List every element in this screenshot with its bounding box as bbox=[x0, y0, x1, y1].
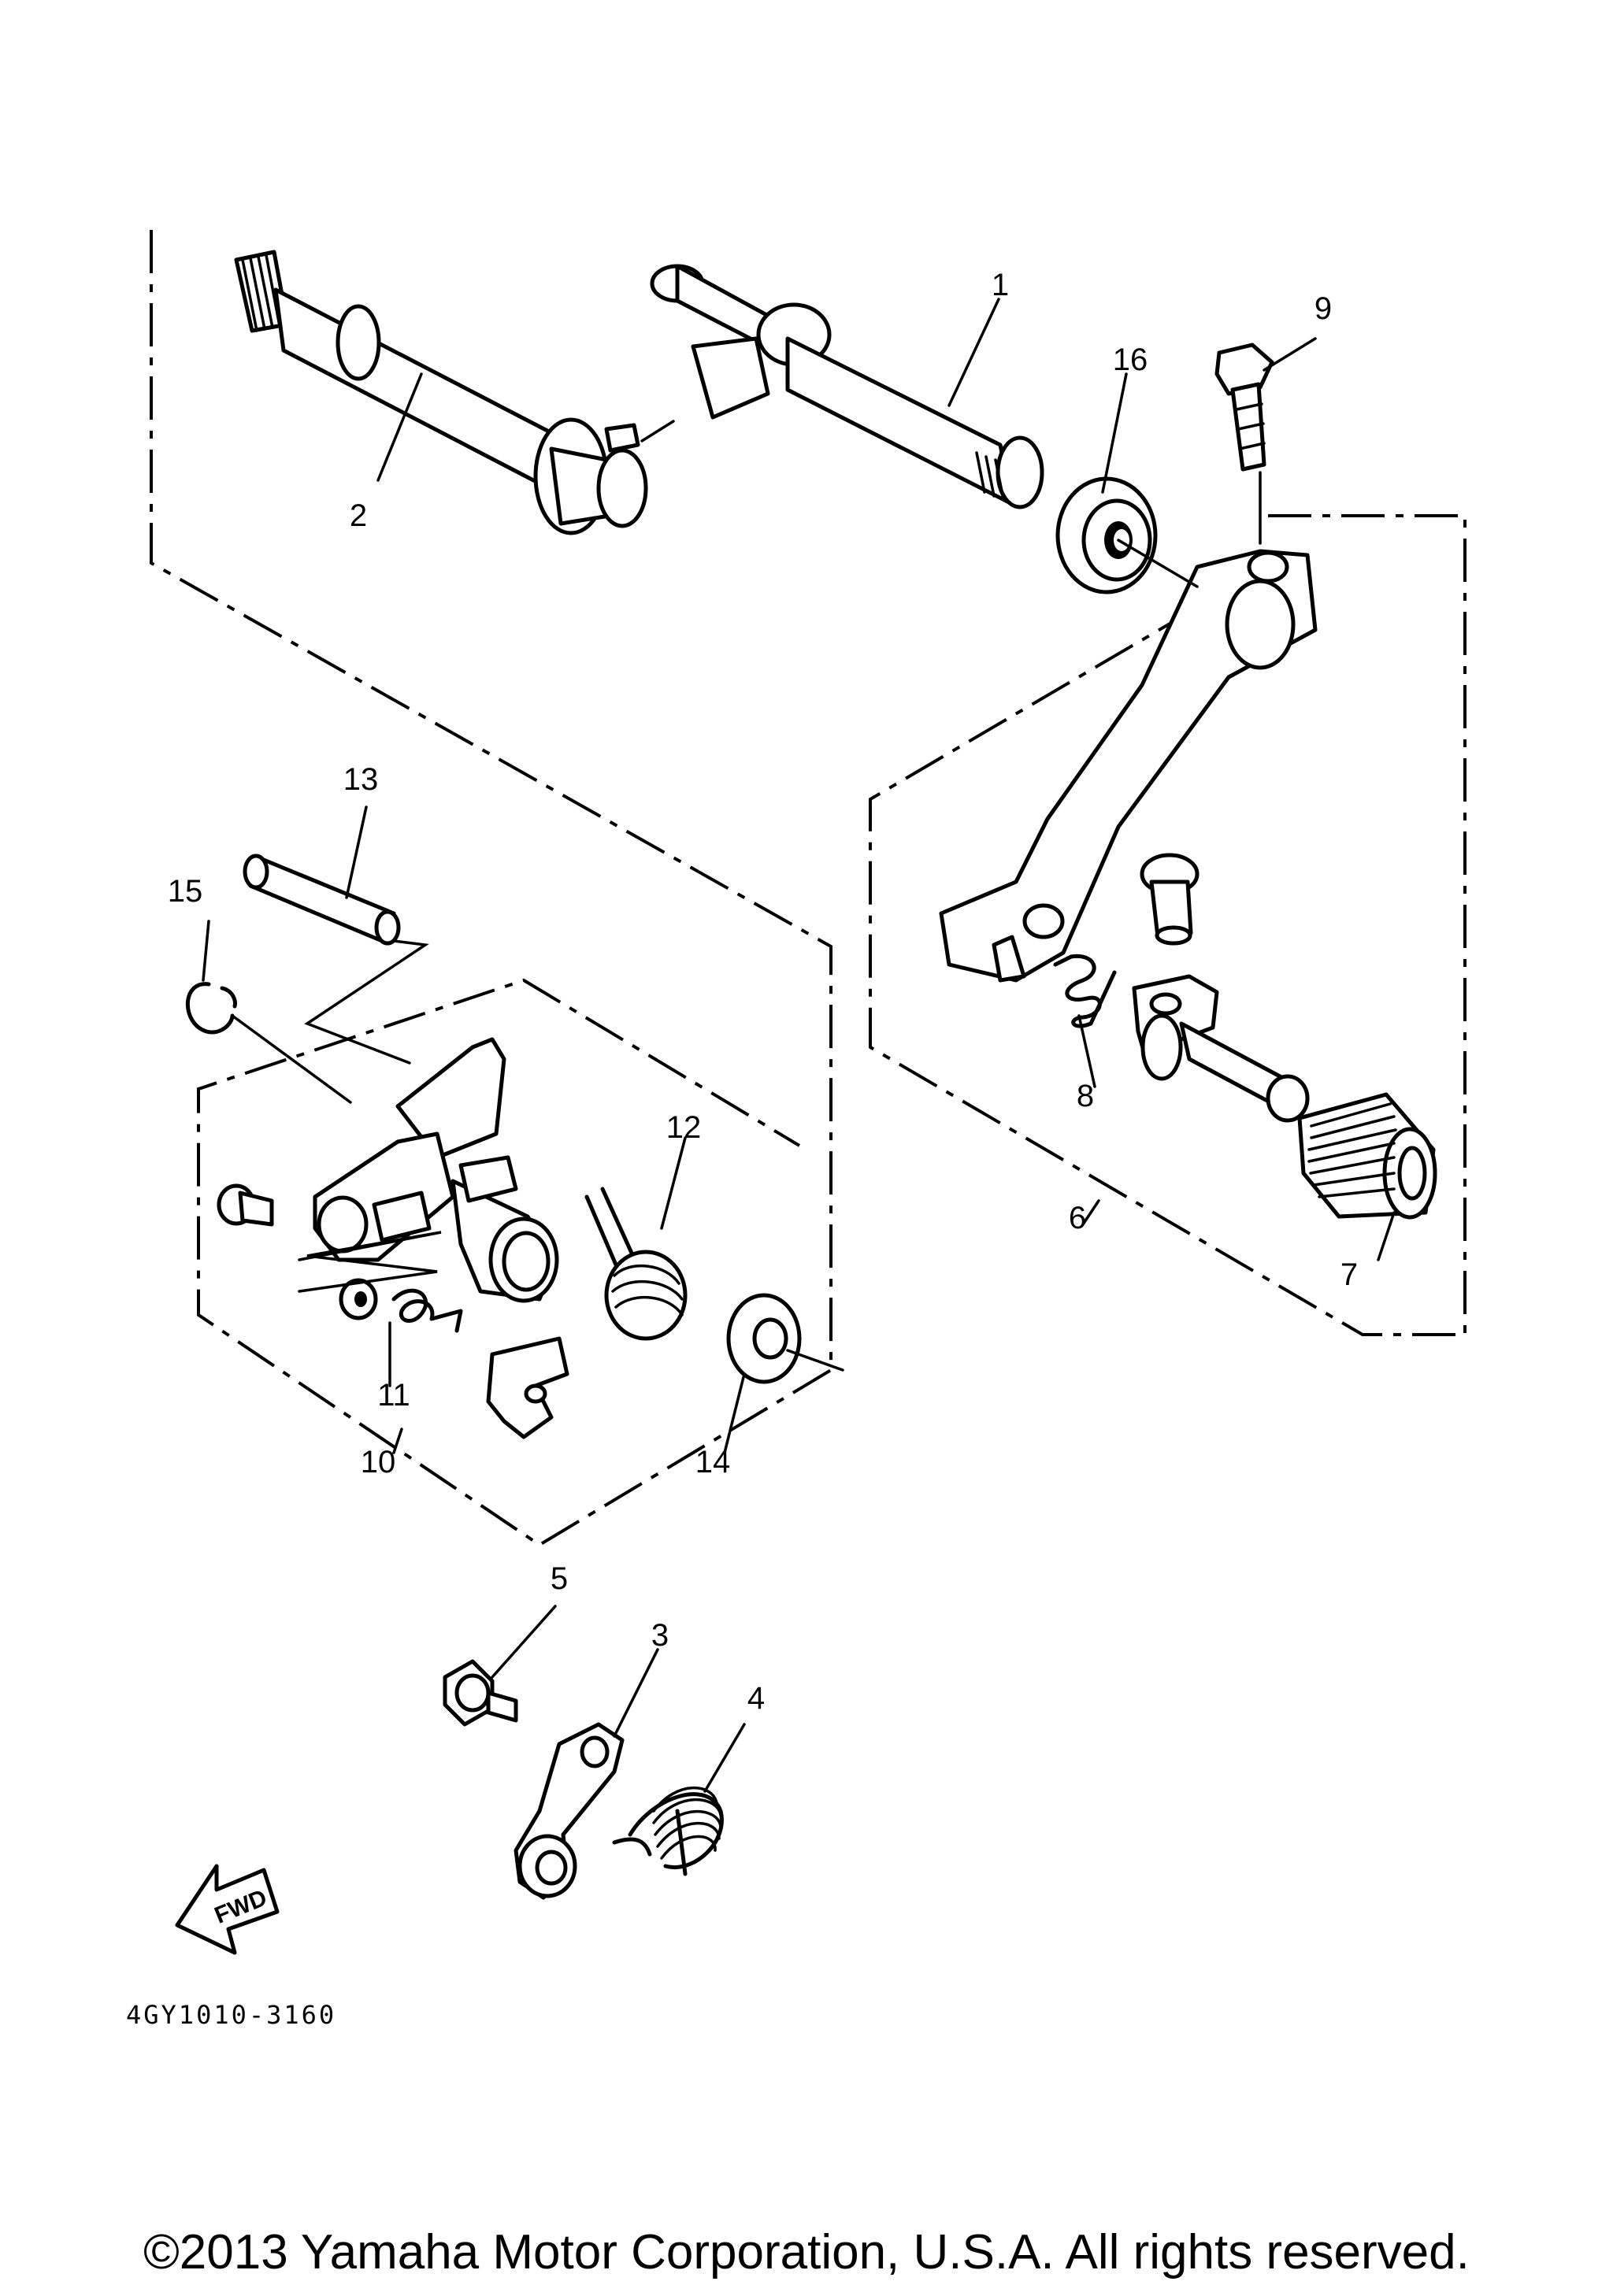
callout-10: 10 bbox=[361, 1445, 396, 1479]
spring-part bbox=[1053, 954, 1117, 1028]
callout-2: 2 bbox=[350, 498, 367, 533]
callout-3: 3 bbox=[651, 1618, 669, 1653]
stopper-lever-part bbox=[514, 1722, 625, 1900]
copyright-text: ©2013 Yamaha Motor Corporation, U.S.A. A… bbox=[143, 2225, 1470, 2279]
callout-16: 16 bbox=[1113, 343, 1148, 377]
part-code: 4GY1010-3160 bbox=[126, 2000, 336, 2030]
callout-6: 6 bbox=[1069, 1201, 1086, 1235]
dowel-pin-part bbox=[243, 854, 401, 946]
bolt-part bbox=[443, 1659, 518, 1727]
shift-arm-part bbox=[313, 1037, 559, 1303]
washer-part bbox=[726, 1293, 802, 1384]
shift-shaft-part bbox=[234, 250, 648, 535]
coil-spring-part bbox=[612, 1786, 724, 1876]
torsion-spring-part bbox=[584, 1187, 688, 1341]
callout-12: 12 bbox=[666, 1110, 702, 1145]
bolt-part bbox=[1214, 343, 1274, 472]
callout-5: 5 bbox=[551, 1561, 568, 1596]
callout-13: 13 bbox=[343, 762, 379, 797]
callout-1: 1 bbox=[992, 268, 1009, 302]
leader-lines bbox=[202, 298, 1396, 1793]
callout-4: 4 bbox=[747, 1681, 765, 1716]
callout-7: 7 bbox=[1340, 1257, 1358, 1292]
group-outline-lever bbox=[869, 514, 1467, 1336]
small-spring-part bbox=[391, 1288, 463, 1333]
washer-part bbox=[339, 1278, 378, 1320]
pin-part bbox=[1140, 853, 1200, 946]
shift-pedal-part bbox=[939, 549, 1318, 983]
group-outline-shaft bbox=[150, 230, 832, 1547]
callout-8: 8 bbox=[1077, 1079, 1094, 1113]
callout-14: 14 bbox=[695, 1445, 731, 1479]
pedal-rubber-part bbox=[1297, 1092, 1437, 1220]
fwd-arrow-icon: FWD bbox=[175, 1864, 280, 1955]
screw-part bbox=[217, 1183, 274, 1227]
callout-11: 11 bbox=[377, 1378, 410, 1413]
circlip-part bbox=[185, 982, 237, 1035]
clevis-part bbox=[1132, 974, 1310, 1123]
callout-9: 9 bbox=[1315, 291, 1332, 326]
shift-shaft-part bbox=[650, 264, 1044, 509]
stopper-plate-part bbox=[486, 1336, 569, 1439]
callout-15: 15 bbox=[168, 874, 203, 909]
bearing-part bbox=[1055, 476, 1158, 594]
